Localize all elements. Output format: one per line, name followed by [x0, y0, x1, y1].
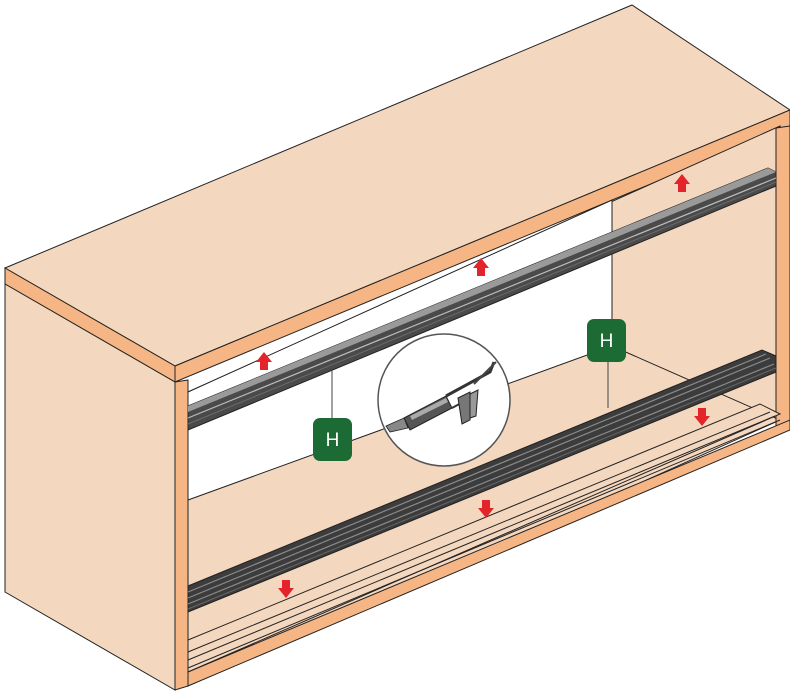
- red-arrow-icon: [278, 580, 294, 598]
- red-arrow-icon: [694, 408, 710, 426]
- red-arrow-icon: [473, 258, 489, 276]
- h-label-right-text: H: [600, 331, 614, 352]
- red-arrow-icon: [478, 500, 494, 518]
- right-front-banding: [775, 125, 790, 435]
- bottom-panel: [187, 403, 782, 673]
- left-front-banding: [174, 379, 189, 691]
- top-rail: [187, 167, 777, 431]
- h-label-left-text: H: [326, 430, 340, 451]
- red-arrow-icon: [256, 352, 272, 370]
- red-arrow-icon: [674, 174, 690, 192]
- caulking-gun-icon: [377, 333, 511, 467]
- bottom-rail: [187, 349, 777, 613]
- bottom-front-banding: [187, 419, 790, 687]
- h-label-right: H: [587, 319, 626, 362]
- h-label-left: H: [313, 418, 352, 461]
